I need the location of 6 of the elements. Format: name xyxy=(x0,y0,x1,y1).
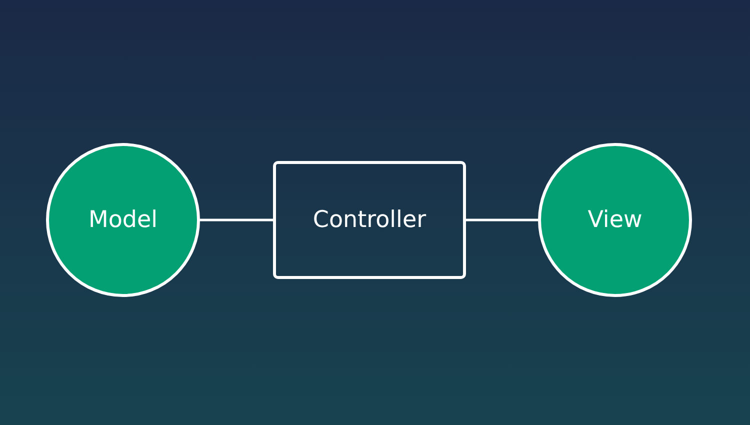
connector-line xyxy=(466,218,538,222)
node-label: View xyxy=(588,206,642,234)
node-label: Model xyxy=(88,206,158,234)
connector-line xyxy=(200,218,273,222)
node-label: Controller xyxy=(312,206,426,234)
process-box xyxy=(273,161,466,279)
